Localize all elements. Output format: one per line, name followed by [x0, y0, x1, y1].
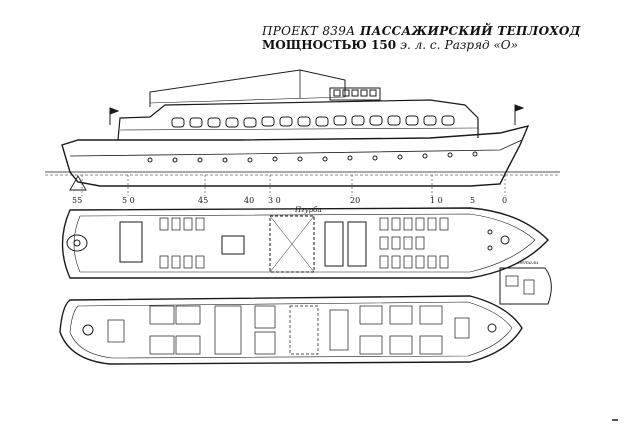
frame-labels: 55 5 0 45 40 3 0 20 1 0 5 0 [72, 196, 507, 205]
anchor-windlass [500, 235, 510, 245]
frame-label: 3 0 [268, 196, 281, 205]
upper-seats [159, 217, 449, 269]
frame-label: 1 0 [430, 196, 443, 205]
bow-capstan [487, 323, 497, 333]
detail-label: детали [518, 260, 538, 266]
engine-casing [269, 215, 315, 273]
upper-deck-plan: Пгурба [61, 206, 549, 279]
detail-inset: детали [499, 260, 552, 305]
frame-label: 5 [470, 196, 475, 205]
upper-deck-inner [73, 213, 536, 273]
rudder [69, 175, 87, 191]
frame-label: 5 0 [122, 196, 135, 205]
power-units: э. л. с. [400, 38, 441, 52]
project-number: ПРОЕКТ 839А [262, 24, 356, 38]
vessel-type: ПАССАЖИРСКИЙ ТЕПЛОХОД [360, 24, 581, 38]
wheelhouse [329, 87, 381, 101]
main-deck-inner [69, 301, 513, 359]
vessel-class: Разряд «О» [444, 38, 518, 52]
detail-outline [499, 267, 552, 305]
canopy-rail [149, 96, 346, 104]
steering-room [107, 319, 125, 343]
side-elevation: 55 5 0 45 40 3 0 20 1 0 5 0 [45, 69, 560, 205]
stern-winch [66, 234, 88, 252]
chain-locker [454, 317, 470, 339]
superstructure [117, 99, 479, 141]
deck-line [69, 139, 523, 157]
hull-portholes [147, 151, 478, 163]
stern-flag [109, 107, 120, 115]
wheelhouse-windows [333, 89, 377, 97]
main-deck-plan [59, 295, 523, 365]
center-stair [324, 221, 344, 267]
frame-label: 45 [198, 196, 208, 205]
deck-label: Пгурба [294, 206, 322, 214]
center-stair-2 [347, 221, 367, 267]
aft-stair [119, 221, 143, 263]
bow-flag [514, 104, 525, 112]
superstructure-rail [119, 127, 479, 131]
saloon-windows [171, 115, 455, 128]
cabins [149, 305, 443, 355]
frame-label: 20 [350, 196, 360, 205]
frame-label: 0 [502, 196, 507, 205]
frame-label: 40 [244, 196, 254, 205]
stair-1 [221, 235, 245, 255]
hull-outline [61, 124, 530, 187]
stern-capstan [82, 324, 94, 336]
frame-ticks [81, 175, 506, 196]
canopy [149, 69, 346, 107]
upper-deck-outline [61, 207, 549, 279]
title-line-1: ПРОЕКТ 839А ПАССАЖИРСКИЙ ТЕПЛОХОД [262, 24, 581, 38]
title-line-2: МОЩНОСТЬЮ 150 э. л. с. Разряд «О» [262, 38, 518, 52]
main-deck-outline [59, 295, 523, 365]
frame-label: 55 [72, 196, 82, 205]
power-label: МОЩНОСТЬЮ 150 [262, 38, 397, 52]
